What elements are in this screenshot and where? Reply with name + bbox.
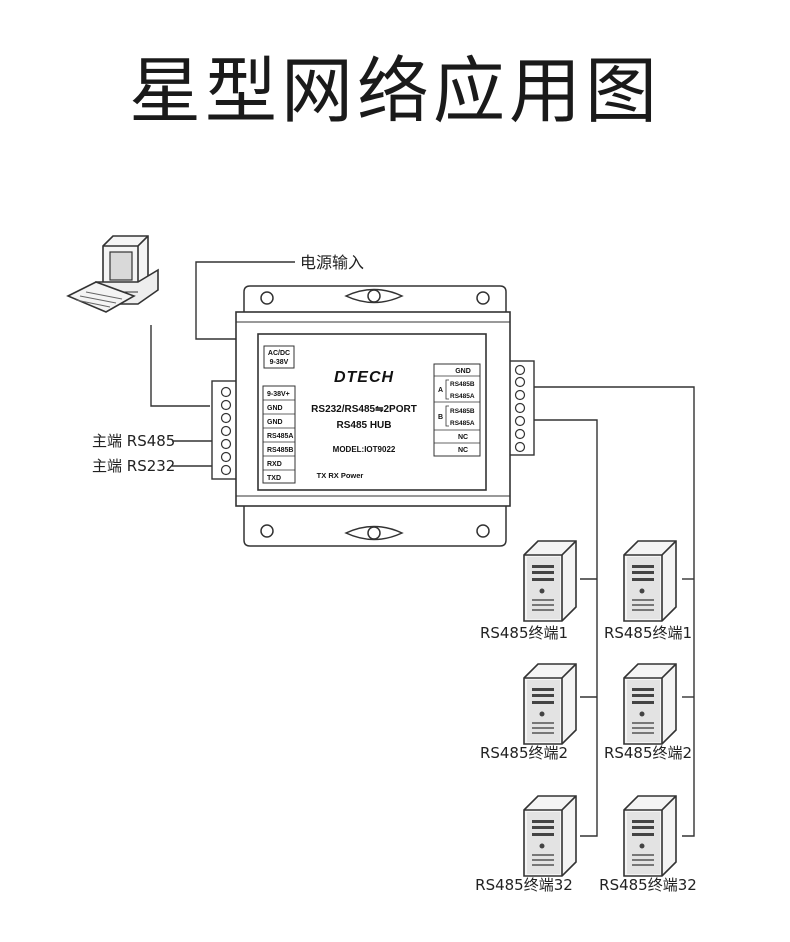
- port-b-pin: RS485B: [450, 408, 475, 415]
- server-tower-icon: [623, 540, 677, 622]
- port-a-label: A: [438, 387, 443, 394]
- pin-label: GND: [267, 405, 283, 412]
- server-tower-icon: [523, 795, 577, 877]
- power-input-label: 电源输入: [300, 253, 364, 272]
- host-rs232-label: 主端 RS232: [92, 457, 175, 475]
- acdc-voltage: 9-38V: [270, 359, 289, 366]
- server-tower-icon: [523, 663, 577, 745]
- server-tower-icon: [623, 663, 677, 745]
- port-b-label: B: [438, 414, 443, 421]
- desktop-computer-icon: [66, 235, 159, 313]
- model-line-2: RS485 HUB: [336, 420, 391, 431]
- page-title: 星型网络应用图: [128, 49, 661, 133]
- terminal-label: RS485终端2: [480, 744, 568, 762]
- left-terminal-block: [211, 380, 239, 480]
- terminal-label: RS485终端32: [475, 876, 573, 894]
- computer-link-line: [150, 325, 210, 407]
- port-b-pin: RS485A: [450, 420, 475, 427]
- power-line: [195, 261, 295, 340]
- brand-logo: DTECH: [334, 369, 394, 386]
- server-tower-icon: [523, 540, 577, 622]
- model-code: MODEL:IOT9022: [333, 445, 396, 454]
- nc-label: NC: [458, 434, 468, 441]
- pin-label: RS485A: [267, 433, 293, 440]
- led-labels: TX RX Power: [317, 471, 364, 480]
- gnd-label: GND: [455, 368, 471, 375]
- pin-label: RXD: [267, 461, 282, 468]
- model-line-1: RS232/RS485⇋2PORT: [311, 404, 417, 415]
- terminal-label: RS485终端1: [604, 624, 692, 642]
- pin-label: RS485B: [267, 447, 293, 454]
- rs485-bus-lines: [534, 386, 695, 837]
- server-tower-icon: [623, 795, 677, 877]
- acdc-label: AC/DC: [268, 350, 290, 357]
- terminal-label: RS485终端2: [604, 744, 692, 762]
- pin-label: TXD: [267, 475, 281, 482]
- port-a-pin: RS485A: [450, 393, 475, 400]
- pin-label: GND: [267, 419, 283, 426]
- port-a-pin: RS485B: [450, 381, 475, 388]
- nc-label: NC: [458, 447, 468, 454]
- rs485-hub-device: AC/DC 9-38V 9-38V+ GND GND RS485A RS485B…: [235, 311, 511, 507]
- host-rs485-label: 主端 RS485: [92, 432, 175, 450]
- pin-label: 9-38V+: [267, 391, 290, 398]
- right-terminal-block: [507, 360, 535, 456]
- terminal-label: RS485终端32: [599, 876, 697, 894]
- terminal-label: RS485终端1: [480, 624, 568, 642]
